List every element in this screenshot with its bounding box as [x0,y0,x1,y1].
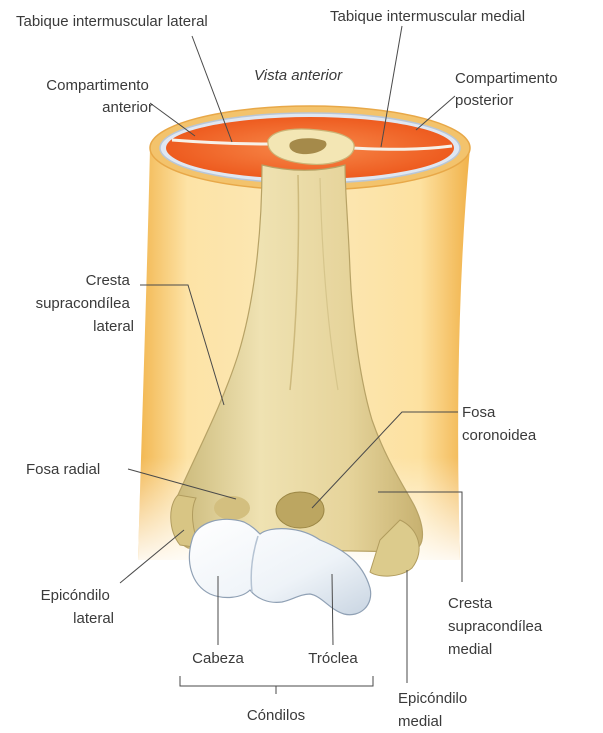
label-comp-anterior: Compartimento anterior [46,77,153,116]
label-epicondilo-medial: Epicóndilo medial [398,690,471,730]
coronoid-fossa [276,492,324,528]
condilos-bracket [180,676,373,686]
label-fosa-coronoidea: Fosa coronoidea [462,404,537,444]
label-cabeza: Cabeza [192,650,244,667]
label-fosa-radial: Fosa radial [26,461,100,478]
label-condilos: Cóndilos [247,707,305,724]
label-tabique-medial: Tabique intermuscular medial [330,8,525,25]
label-cresta-medial: Cresta supracondílea medial [448,595,546,658]
label-cresta-lateral: Cresta supracondílea lateral [36,272,134,335]
label-comp-posterior: Compartimento posterior [455,70,562,109]
label-tabique-lateral: Tabique intermuscular lateral [16,13,208,30]
label-vista-anterior: Vista anterior [254,67,343,84]
radial-fossa [214,496,250,520]
label-epicondilo-lateral: Epicóndilo lateral [41,587,114,627]
label-troclea: Tróclea [308,650,358,667]
